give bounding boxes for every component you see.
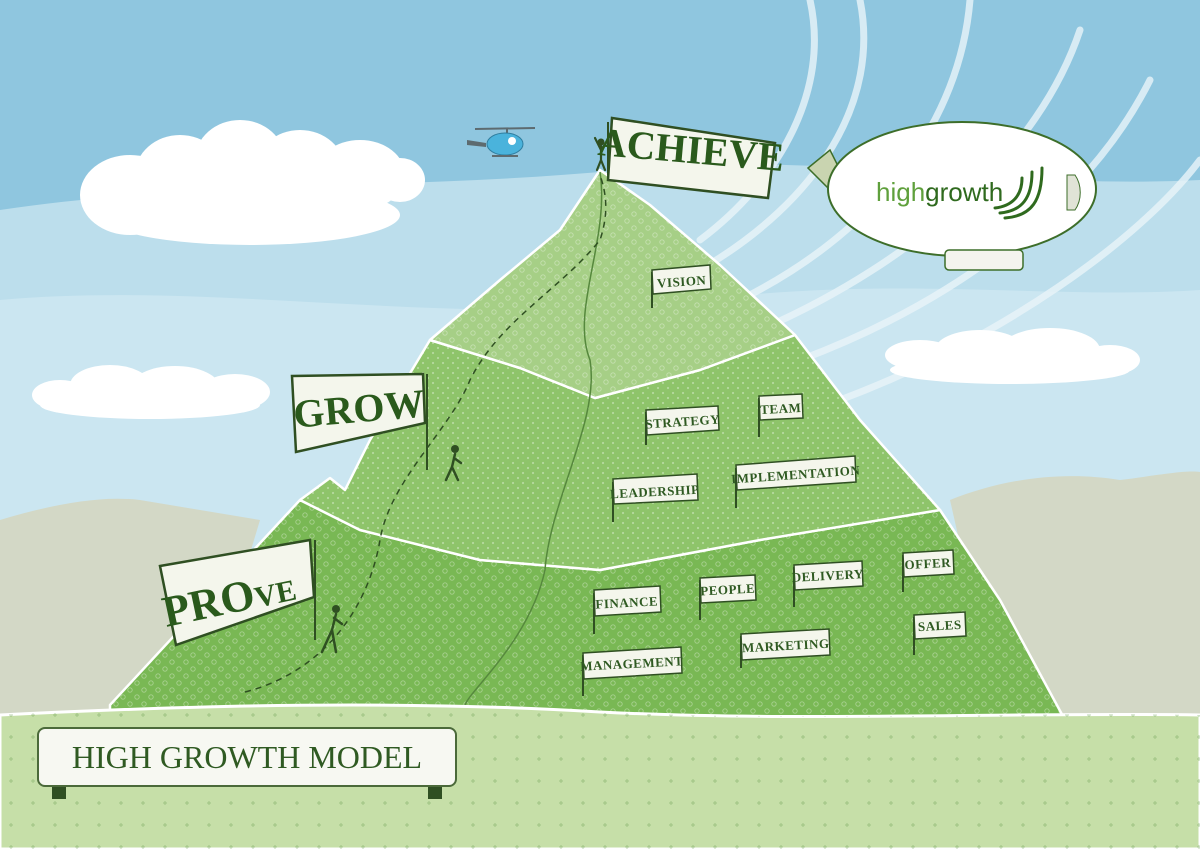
sign-marketing: MARKETING <box>740 628 831 668</box>
helicopter-icon <box>467 127 536 157</box>
mountain-texture <box>110 170 1065 720</box>
sign-management: MANAGEMENT <box>580 646 684 696</box>
sign-management-text: MANAGEMENT <box>580 653 684 673</box>
sign-people-text: PEOPLE <box>700 581 756 599</box>
sign-finance: FINANCE <box>593 585 662 634</box>
sign-team-text: TEAM <box>760 400 802 417</box>
cloud-small-left <box>32 365 270 419</box>
sign-leadership: LEADERSHIP <box>610 473 700 522</box>
flag-grow: GROW <box>290 372 428 470</box>
sign-strategy: STRATEGY <box>645 405 721 445</box>
sign-finance-text: FINANCE <box>595 593 658 611</box>
climb-path <box>244 174 607 693</box>
blimp: highgrowth <box>806 121 1097 271</box>
sign-strategy-text: STRATEGY <box>645 411 721 431</box>
sign-implementation: IMPLEMENTATION <box>731 455 861 508</box>
sign-sales-text: SALES <box>918 617 962 634</box>
sign-offer: OFFER <box>902 549 955 592</box>
sign-people: PEOPLE <box>699 574 757 620</box>
sign-team: TEAM <box>758 393 804 437</box>
cloud-right <box>885 328 1140 384</box>
climber-summit <box>593 136 610 172</box>
sign-delivery-text: DELIVERY <box>791 566 864 585</box>
sign-sales: SALES <box>913 611 967 655</box>
cloud-left <box>80 120 425 245</box>
sign-vision: VISION <box>651 264 712 308</box>
sign-vision-text: VISION <box>657 272 707 290</box>
blimp-brand-suffix: growth <box>925 177 1003 207</box>
flag-prove: PROVE <box>158 538 316 647</box>
climber-grow <box>444 445 463 482</box>
brand-waves-icon <box>993 166 1044 220</box>
blimp-brand-prefix: high <box>876 177 925 207</box>
sign-marketing-text: MARKETING <box>742 636 830 656</box>
mountain-ridge <box>464 171 603 706</box>
title-board: HIGH GROWTH MODEL <box>37 727 457 799</box>
climber-prove <box>320 605 344 654</box>
svg-text:highgrowth: highgrowth <box>876 177 1003 207</box>
sign-delivery: DELIVERY <box>791 560 864 607</box>
sign-offer-text: OFFER <box>904 555 951 572</box>
page-title: HIGH GROWTH MODEL <box>72 739 422 775</box>
sign-leadership-text: LEADERSHIP <box>610 482 700 502</box>
